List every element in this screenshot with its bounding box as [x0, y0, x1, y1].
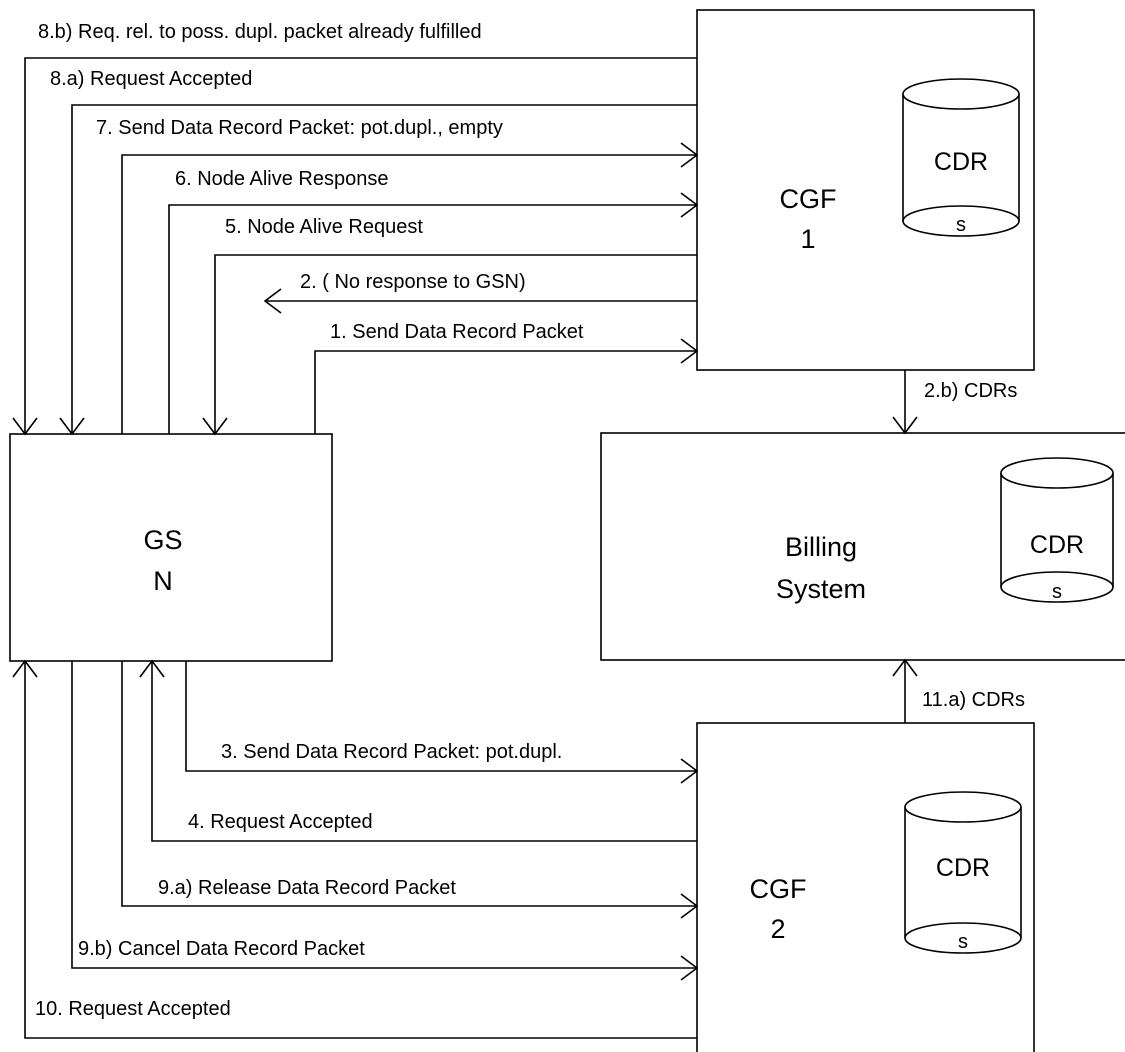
flow-7 [121, 142, 699, 434]
message-label-8a: 8.a) Request Accepted [50, 68, 252, 90]
cgf2-label-line2: 2 [770, 914, 785, 944]
cdrs-label-bottom: s [958, 931, 968, 953]
cgf1-label-line1: CGF [780, 184, 837, 214]
message-label-2: 2. ( No response to GSN) [300, 271, 526, 293]
cdrs-label-bottom: s [1052, 581, 1062, 603]
billing-label-line1: Billing [785, 532, 857, 562]
message-label-6: 6. Node Alive Response [175, 168, 388, 190]
flow-9a [121, 661, 699, 919]
message-label-8b: 8.b) Req. rel. to poss. dupl. packet alr… [38, 21, 482, 43]
cdrs-database-icon: CDR s [902, 78, 1020, 237]
message-label-9a: 9.a) Release Data Record Packet [158, 877, 456, 899]
cgf1-label-line2: 1 [800, 224, 815, 254]
flow-1 [314, 338, 699, 434]
cdrs-database-icon: CDR s [904, 791, 1022, 954]
message-label-3: 3. Send Data Record Packet: pot.dupl. [221, 741, 562, 763]
message-label-4: 4. Request Accepted [188, 811, 373, 833]
message-label-2b: 2.b) CDRs [924, 380, 1017, 402]
cgf2-node: CGF 2 CDR s [696, 722, 1035, 1052]
flow-4 [139, 659, 697, 842]
flow-2 [263, 288, 697, 314]
flow-11a [892, 658, 918, 723]
message-label-5: 5. Node Alive Request [225, 216, 423, 238]
flow-8b [12, 57, 697, 436]
message-label-7: 7. Send Data Record Packet: pot.dupl., e… [96, 117, 503, 139]
flow-2b [892, 370, 918, 435]
message-label-1: 1. Send Data Record Packet [330, 321, 584, 343]
flow-5 [202, 254, 697, 436]
flow-3 [185, 661, 699, 784]
billing-system-node: Billing System CDR s [600, 432, 1125, 661]
billing-label-line2: System [776, 574, 866, 604]
cgf1-node: CGF 1 CDR s [696, 9, 1035, 371]
message-label-10: 10. Request Accepted [35, 998, 231, 1020]
cdrs-label-bottom: s [956, 214, 966, 236]
flow-8a [59, 104, 697, 436]
cdrs-label-top: CDR [1030, 531, 1084, 559]
flow-6 [168, 192, 699, 434]
cdrs-label-top: CDR [934, 148, 988, 176]
flow-10 [12, 659, 697, 1039]
gsn-label-line2: N [153, 566, 173, 596]
cgf2-label-line1: CGF [750, 874, 807, 904]
gsn-node: GS N [9, 433, 333, 662]
message-label-9b: 9.b) Cancel Data Record Packet [78, 938, 365, 960]
cdrs-database-icon: CDR s [1000, 457, 1114, 603]
flow-9b [71, 661, 699, 981]
cdrs-label-top: CDR [936, 854, 990, 882]
gsn-label-line1: GS [143, 525, 182, 555]
message-label-11a: 11.a) CDRs [922, 689, 1025, 711]
